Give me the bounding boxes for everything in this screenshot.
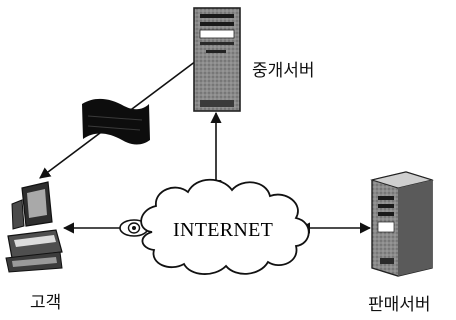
sales-server-label: 판매서버 (368, 295, 431, 315)
internet-label: INTERNET (173, 219, 273, 241)
internet-cloud-icon (140, 178, 310, 275)
customer-label: 고객 (30, 293, 61, 313)
banner-flag-icon (82, 98, 150, 145)
relay-server-icon (193, 7, 241, 112)
sales-server-icon (370, 171, 434, 277)
relay-server-label: 중개서버 (252, 61, 315, 81)
customer-computer-icon (5, 181, 63, 273)
